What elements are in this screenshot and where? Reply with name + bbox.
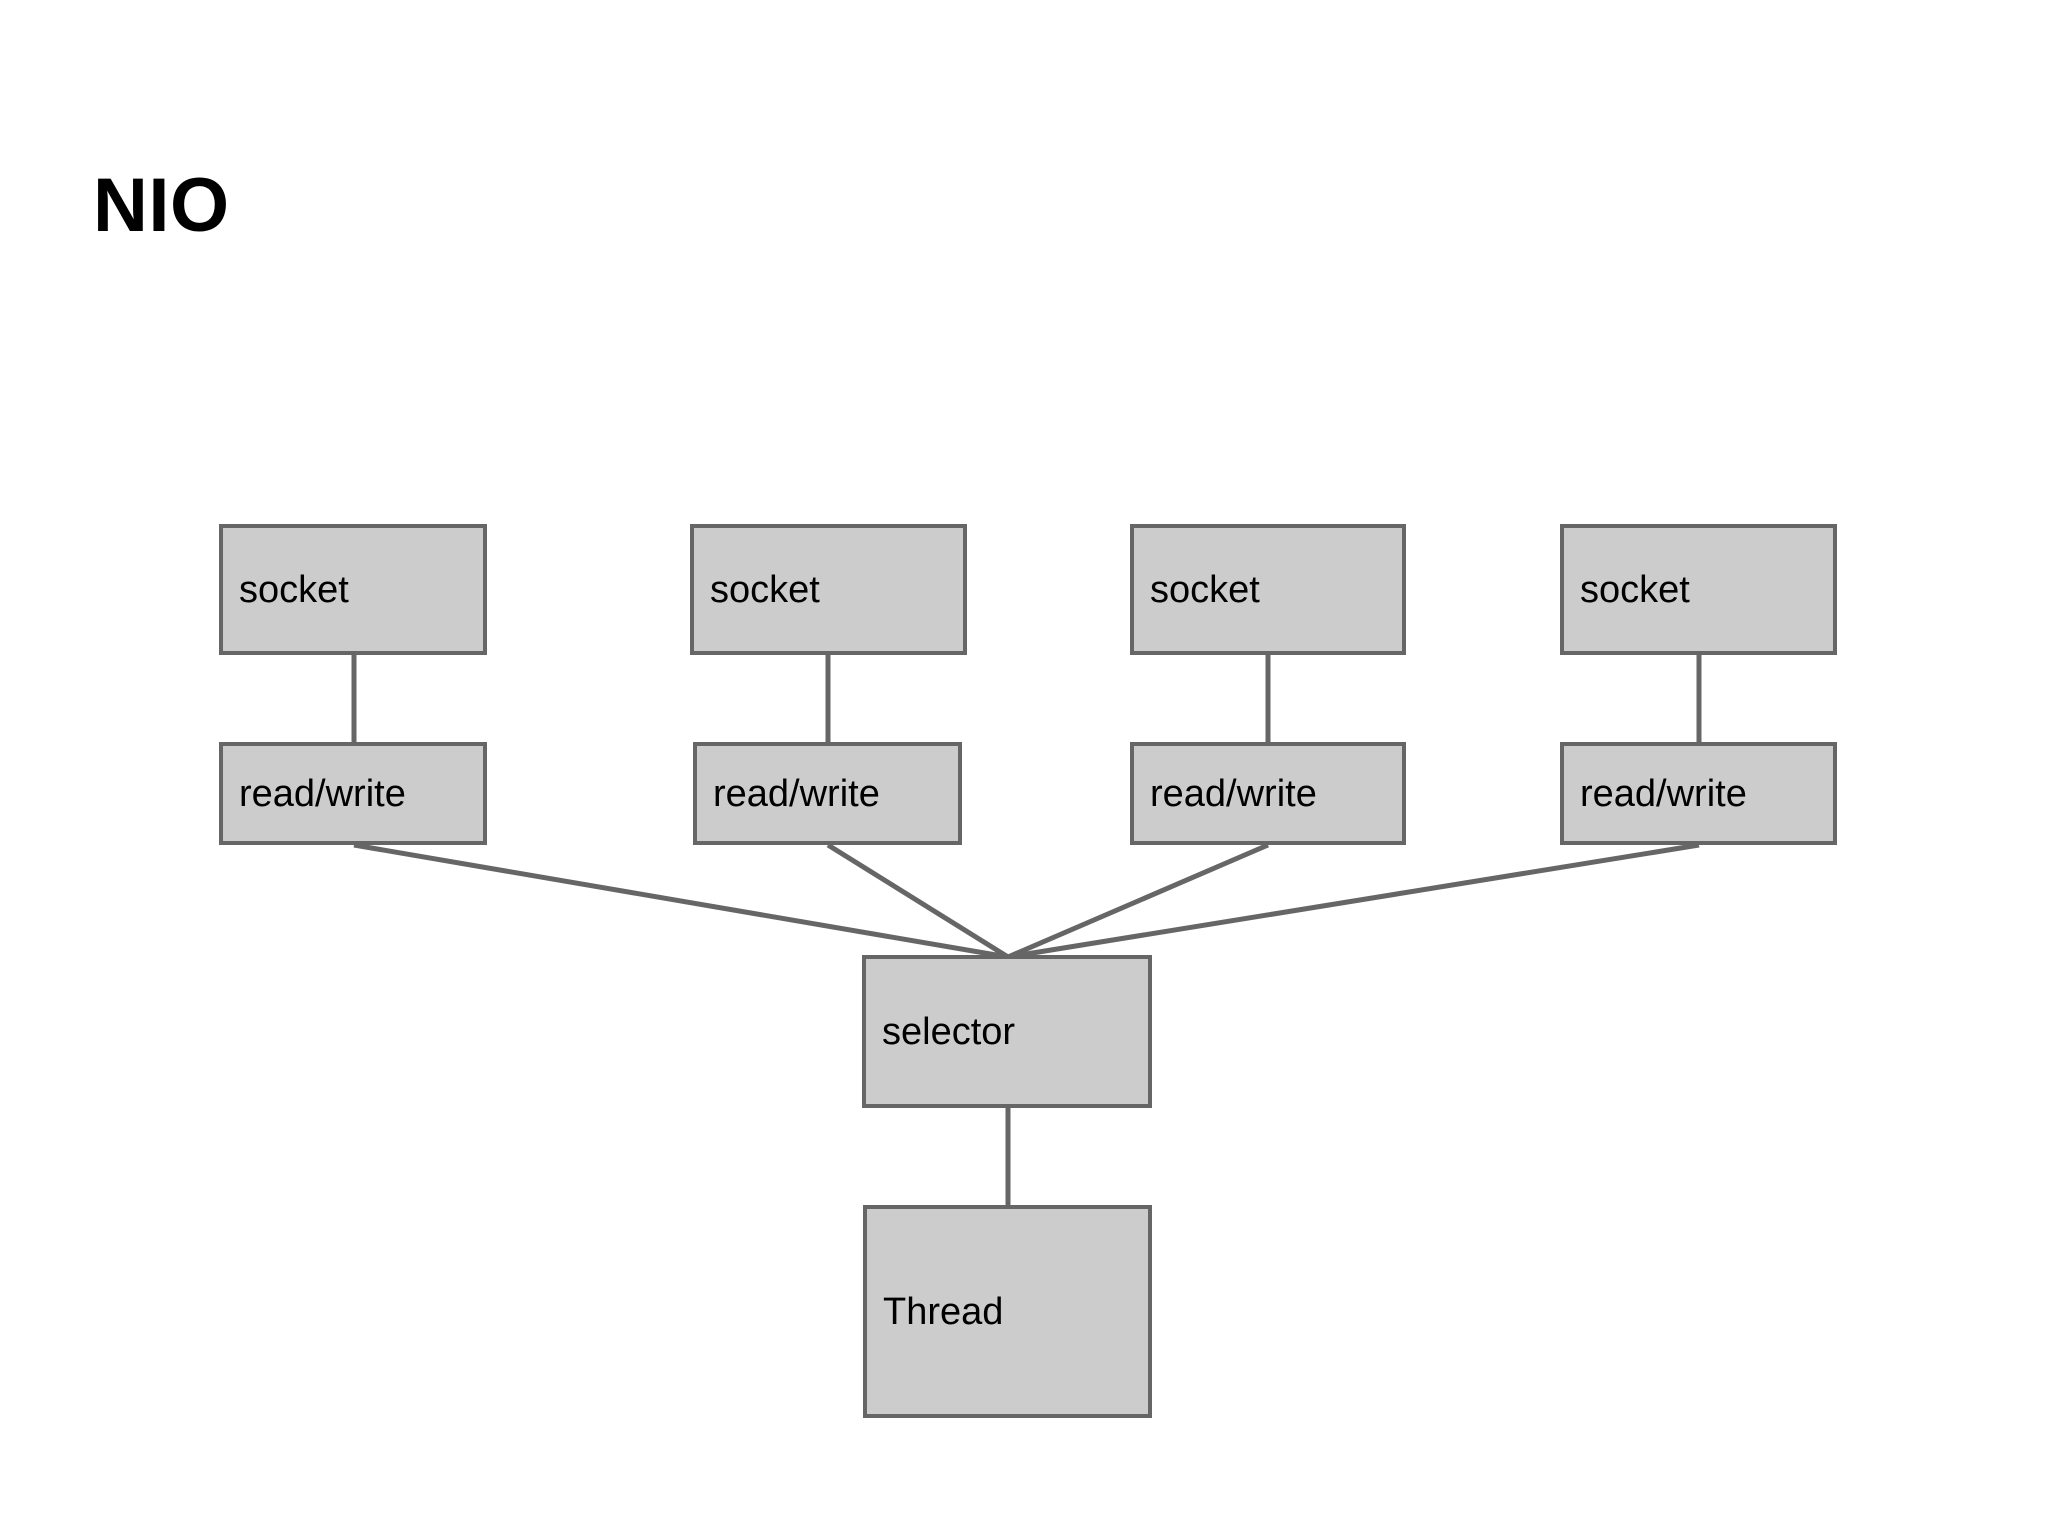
node-read-write-4[interactable]: read/write	[1560, 742, 1837, 845]
node-label: read/write	[239, 772, 406, 815]
edge-readwrite4-selector	[1007, 842, 1700, 960]
node-thread[interactable]: Thread	[863, 1205, 1152, 1418]
node-socket-2[interactable]: socket	[690, 524, 967, 655]
node-read-write-2[interactable]: read/write	[693, 742, 962, 845]
page-title: NIO	[93, 163, 230, 248]
node-read-write-1[interactable]: read/write	[219, 742, 487, 845]
node-label: socket	[710, 568, 820, 611]
node-label: Thread	[883, 1290, 1004, 1333]
node-label: socket	[239, 568, 349, 611]
node-socket-1[interactable]: socket	[219, 524, 487, 655]
node-socket-4[interactable]: socket	[1560, 524, 1837, 655]
node-read-write-3[interactable]: read/write	[1130, 742, 1406, 845]
node-label: socket	[1580, 568, 1690, 611]
node-label: read/write	[713, 772, 880, 815]
node-label: read/write	[1580, 772, 1747, 815]
node-socket-3[interactable]: socket	[1130, 524, 1406, 655]
edge-readwrite1-selector	[353, 842, 1009, 960]
edge-readwrite2-selector	[826, 842, 1010, 960]
node-selector[interactable]: selector	[862, 955, 1152, 1108]
edge-readwrite3-selector	[1007, 842, 1269, 960]
node-label: socket	[1150, 568, 1260, 611]
node-label: selector	[882, 1010, 1016, 1053]
node-label: read/write	[1150, 772, 1317, 815]
